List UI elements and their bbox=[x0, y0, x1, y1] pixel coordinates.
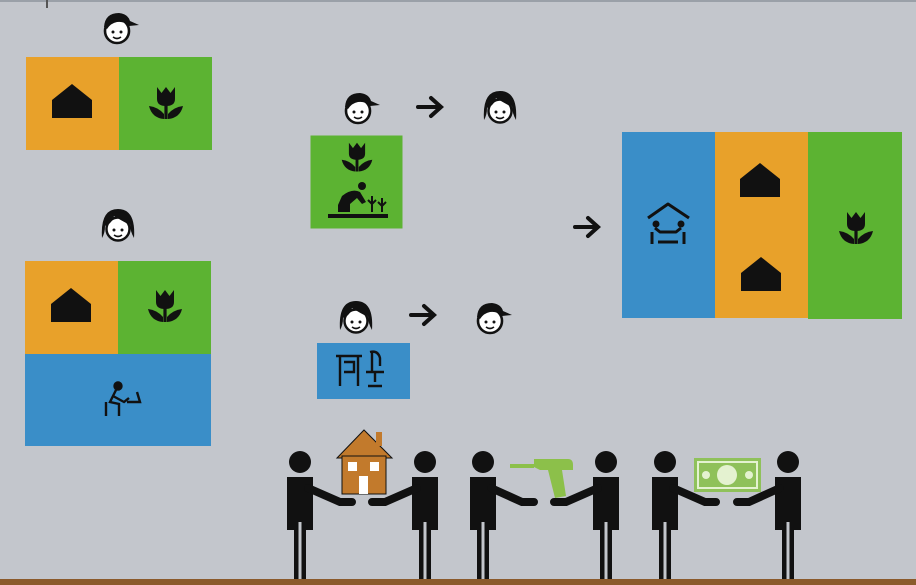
gardening-task-card bbox=[309, 134, 404, 230]
person-a-domains bbox=[26, 57, 212, 150]
transfer-2-to-face-icon bbox=[475, 301, 514, 335]
transfer-1-to-face-icon bbox=[482, 89, 518, 124]
arrow-right-icon bbox=[573, 216, 601, 238]
top-tick-mark bbox=[46, 0, 48, 8]
bottom-border bbox=[0, 579, 916, 585]
exchange-house bbox=[287, 429, 438, 585]
exchange-money bbox=[652, 451, 801, 585]
house-icon bbox=[335, 429, 394, 495]
arrow-right-icon bbox=[409, 304, 437, 326]
transfer-2-from-face-icon bbox=[338, 299, 374, 334]
exchange-drill bbox=[470, 451, 619, 585]
money-icon bbox=[694, 458, 761, 492]
drill-icon bbox=[510, 459, 573, 498]
transfer-1-from-face-icon bbox=[343, 91, 382, 125]
person-b-face-icon bbox=[100, 207, 136, 242]
combined-household-domains bbox=[622, 132, 902, 319]
person-a-face-icon bbox=[102, 11, 141, 45]
desk-work-task-card bbox=[317, 343, 410, 399]
arrow-right-icon bbox=[416, 96, 444, 118]
top-border bbox=[0, 0, 916, 2]
person-b-domains bbox=[25, 261, 211, 446]
